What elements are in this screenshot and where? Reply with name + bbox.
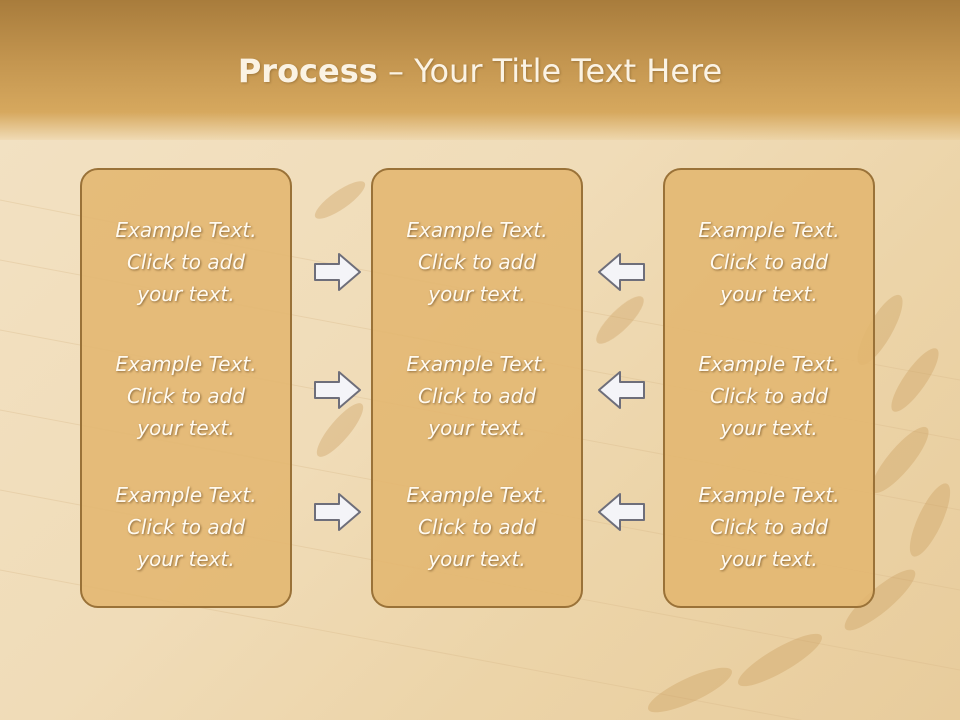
text-line: your text. [428, 416, 526, 440]
text-line: Example Text. [698, 352, 840, 376]
text-line: Example Text. [406, 352, 548, 376]
text-line: your text. [428, 547, 526, 571]
text-line: Click to add [126, 515, 246, 539]
text-block[interactable]: Example Text. Click to add your text. [665, 348, 873, 444]
text-line: Example Text. [406, 483, 548, 507]
text-line: Click to add [709, 384, 829, 408]
arrow-left-icon [598, 253, 645, 291]
title-bar [0, 0, 960, 140]
arrow-right-icon [314, 371, 361, 409]
title-bold: Process [237, 52, 378, 90]
text-line: your text. [428, 282, 526, 306]
arrow-left-icon [598, 371, 645, 409]
text-line: Click to add [417, 384, 537, 408]
text-line: Example Text. [115, 483, 257, 507]
text-line: Example Text. [698, 218, 840, 242]
process-box-left[interactable]: Example Text. Click to add your text. Ex… [80, 168, 292, 608]
text-line: Click to add [417, 515, 537, 539]
text-line: Click to add [709, 250, 829, 274]
text-block[interactable]: Example Text. Click to add your text. [665, 479, 873, 575]
text-block[interactable]: Example Text. Click to add your text. [82, 348, 290, 444]
text-block[interactable]: Example Text. Click to add your text. [665, 214, 873, 310]
process-box-right[interactable]: Example Text. Click to add your text. Ex… [663, 168, 875, 608]
text-block[interactable]: Example Text. Click to add your text. [373, 479, 581, 575]
text-line: Click to add [126, 250, 246, 274]
title-rest: – Your Title Text Here [377, 52, 723, 90]
text-block[interactable]: Example Text. Click to add your text. [373, 348, 581, 444]
text-line: your text. [720, 416, 818, 440]
text-line: your text. [137, 282, 235, 306]
text-line: Click to add [709, 515, 829, 539]
process-box-center[interactable]: Example Text. Click to add your text. Ex… [371, 168, 583, 608]
text-line: your text. [720, 547, 818, 571]
text-line: your text. [137, 547, 235, 571]
arrow-right-icon [314, 253, 361, 291]
text-line: Click to add [417, 250, 537, 274]
text-line: Example Text. [406, 218, 548, 242]
arrow-right-icon [314, 493, 361, 531]
slide-title[interactable]: Process – Your Title Text Here [0, 52, 960, 90]
text-line: Example Text. [698, 483, 840, 507]
text-line: Example Text. [115, 352, 257, 376]
text-block[interactable]: Example Text. Click to add your text. [82, 214, 290, 310]
text-line: your text. [137, 416, 235, 440]
arrow-left-icon [598, 493, 645, 531]
text-block[interactable]: Example Text. Click to add your text. [82, 479, 290, 575]
text-line: Click to add [126, 384, 246, 408]
text-line: your text. [720, 282, 818, 306]
text-line: Example Text. [115, 218, 257, 242]
text-block[interactable]: Example Text. Click to add your text. [373, 214, 581, 310]
